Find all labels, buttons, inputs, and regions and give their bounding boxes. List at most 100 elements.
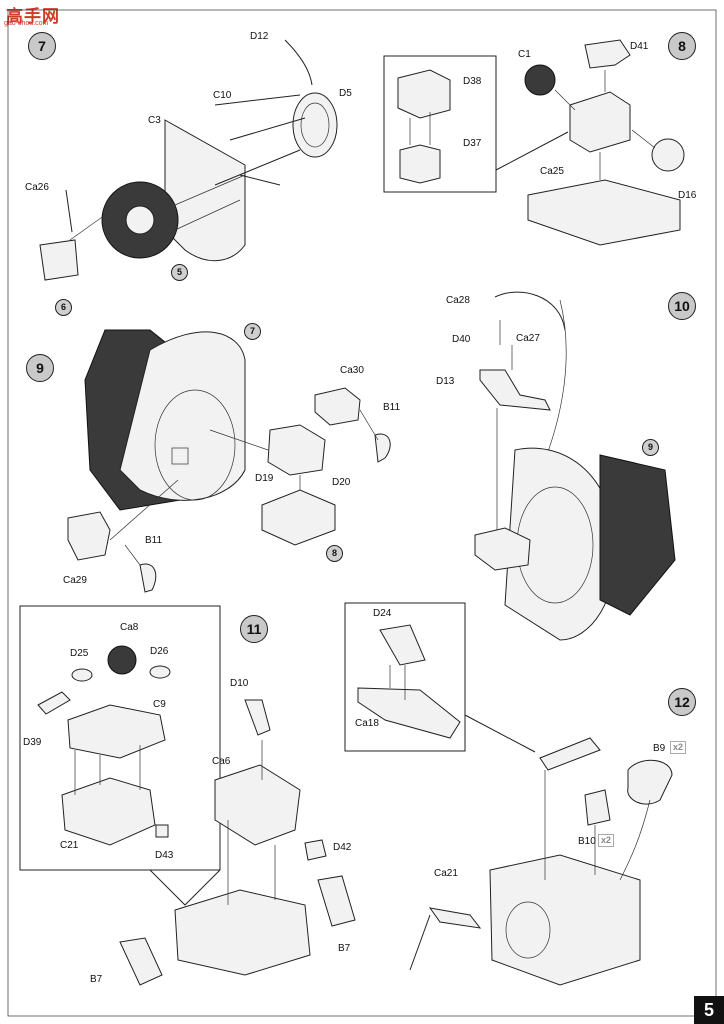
label-d16: D16 <box>678 190 697 201</box>
label-c1: C1 <box>518 49 531 60</box>
label-ca25: Ca25 <box>540 166 564 177</box>
part-ca21 <box>428 907 482 929</box>
label-b7-right: B7 <box>338 943 351 954</box>
label-d40: D40 <box>452 334 471 345</box>
ref-7: 7 <box>244 323 261 340</box>
part-d25 <box>71 668 93 682</box>
part-d38 <box>397 69 451 119</box>
multiplier-b10: x2 <box>598 834 615 847</box>
label-c9: C9 <box>153 699 166 710</box>
mount-ring-d5 <box>292 92 338 158</box>
part-b9 <box>627 759 673 805</box>
part-d41 <box>584 39 631 69</box>
label-d5: D5 <box>339 88 352 99</box>
part-c9 <box>67 704 166 759</box>
step8-inset-pointer <box>495 131 569 171</box>
watermark-logo: 高手网 gao-shou.com <box>2 2 72 28</box>
step12-inset-pointer <box>464 714 536 753</box>
crankcase-step12 <box>489 854 641 986</box>
gearbox-block <box>569 91 631 153</box>
part-ca29 <box>67 511 111 561</box>
pipe-ca28 <box>494 291 566 331</box>
label-d39: D39 <box>23 737 42 748</box>
label-ca21: Ca21 <box>434 868 458 879</box>
ref-9: 9 <box>642 439 659 456</box>
label-ca8: Ca8 <box>120 622 139 633</box>
ref-6: 6 <box>55 299 72 316</box>
label-ca18: Ca18 <box>355 718 379 729</box>
label-d13: D13 <box>436 376 455 387</box>
step11-drawing <box>19 605 356 986</box>
part-c21 <box>61 777 156 846</box>
label-d19: D19 <box>255 473 274 484</box>
label-b9: B9 <box>653 743 666 754</box>
step10-leader-lines <box>496 320 513 530</box>
label-d26: D26 <box>150 646 169 657</box>
label-d20: D20 <box>332 477 351 488</box>
part-ca8 <box>107 645 137 675</box>
multiplier-b9: x2 <box>670 741 687 754</box>
part-8-base <box>261 489 336 546</box>
label-b10: B10 <box>578 836 596 847</box>
step11-inset-box <box>19 605 221 871</box>
part-ca6 <box>214 764 301 846</box>
part-d24 <box>379 624 426 666</box>
part-d26 <box>149 665 171 679</box>
part-b10 <box>584 789 611 826</box>
step11-guides <box>74 745 141 795</box>
step11-leader-lines <box>227 740 276 905</box>
step-7-marker: 7 <box>28 32 56 60</box>
part-ca26 <box>65 189 73 233</box>
label-b11-upper: B11 <box>383 402 401 413</box>
label-d42: D42 <box>333 842 352 853</box>
page-number: 5 <box>694 996 724 1024</box>
ref-8: 8 <box>326 545 343 562</box>
gasket-b7-right <box>317 875 356 927</box>
part-ca30 <box>314 387 361 426</box>
base-plate-ca25 <box>527 179 681 246</box>
step11-inset-pointer <box>149 869 221 906</box>
mount-step10 <box>474 527 531 571</box>
pipe-d12 <box>284 39 313 86</box>
label-ca27: Ca27 <box>516 333 540 344</box>
step-10-marker: 10 <box>668 292 696 320</box>
firewall-ring-step9 <box>154 389 236 501</box>
step10-drawing <box>474 291 676 641</box>
label-d25: D25 <box>70 648 89 659</box>
label-d12: D12 <box>250 31 269 42</box>
label-d43: D43 <box>155 850 174 861</box>
part-d37 <box>399 144 441 184</box>
part-d16 <box>651 138 685 172</box>
part-d13 <box>479 369 551 411</box>
step9-leader-lines <box>109 409 379 566</box>
label-b11-lower: B11 <box>145 535 163 546</box>
label-c21: C21 <box>60 840 79 851</box>
step8-drawing <box>383 39 685 246</box>
crankcase-step11 <box>174 889 311 976</box>
part-b11-lower <box>139 563 157 593</box>
step12-drawing <box>344 602 673 986</box>
engine-mount-tubes-c10 <box>214 94 306 186</box>
gasket-b7-left <box>119 937 163 986</box>
step12-inset-box <box>344 602 466 752</box>
step7-drawing <box>39 39 338 281</box>
part-d39 <box>37 691 71 715</box>
step-8-marker: 8 <box>668 32 696 60</box>
ref-5: 5 <box>171 264 188 281</box>
label-ca28: Ca28 <box>446 295 470 306</box>
step-12-marker: 12 <box>668 688 696 716</box>
label-b7-left: B7 <box>90 974 103 985</box>
part-ca18 <box>357 687 461 739</box>
label-ca30: Ca30 <box>340 365 364 376</box>
label-d24: D24 <box>373 608 392 619</box>
watermark-main: 高手网 <box>6 7 60 26</box>
label-d10: D10 <box>230 678 249 689</box>
label-d41: D41 <box>630 41 649 52</box>
part-d43 <box>155 824 169 838</box>
label-c10: C10 <box>213 90 232 101</box>
step-11-marker: 11 <box>240 615 268 643</box>
part-d10 <box>244 699 271 736</box>
firewall-socket <box>171 447 189 465</box>
gear-c1 <box>524 64 556 96</box>
